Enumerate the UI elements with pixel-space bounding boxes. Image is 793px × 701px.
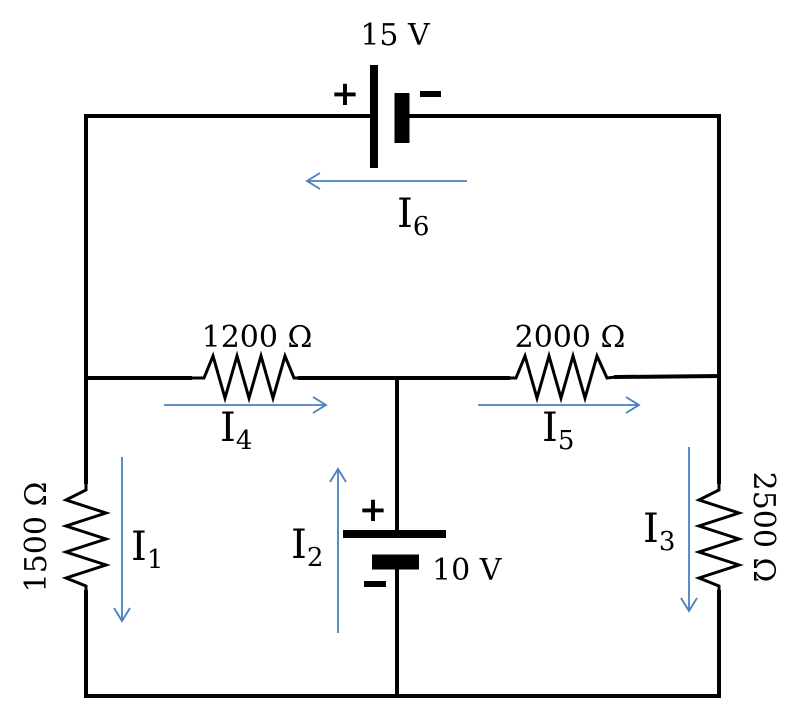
battery-10v-label: 10 V <box>432 553 503 588</box>
current-arrow-i2 <box>329 467 347 633</box>
battery-15v <box>370 65 410 168</box>
current-label-i1: I1 <box>131 524 163 575</box>
current-arrow-i4 <box>164 396 328 414</box>
resistor-1200-zigzag <box>190 350 300 404</box>
current-arrow-i5 <box>478 396 641 414</box>
resistor-2500-zigzag <box>694 482 744 592</box>
battery-10v-plus-sign: + <box>359 490 388 530</box>
battery-10v <box>343 530 446 570</box>
current-label-i4: I4 <box>220 405 252 456</box>
battery-15v-label: 15 V <box>360 18 431 53</box>
resistor-1500-zigzag <box>61 482 111 592</box>
current-label-i6: I6 <box>397 191 429 242</box>
current-label-i5: I5 <box>542 405 574 456</box>
current-arrow-i3 <box>680 447 698 613</box>
resistor-1200-label: 1200 Ω <box>202 320 313 355</box>
battery-15v-plus-sign: + <box>331 74 360 114</box>
current-label-i2: I2 <box>291 522 323 573</box>
resistor-1500-label: 1500 Ω <box>19 482 54 593</box>
current-label-i3: I3 <box>643 506 675 557</box>
resistor-2000-label: 2000 Ω <box>515 320 626 355</box>
wires <box>84 114 722 698</box>
current-arrow-i6 <box>305 172 467 190</box>
wire-middle-right <box>613 373 722 380</box>
resistor-2500-label: 2500 Ω <box>746 472 781 583</box>
resistor-2000-zigzag <box>508 350 617 404</box>
current-arrow-i1 <box>113 457 131 623</box>
